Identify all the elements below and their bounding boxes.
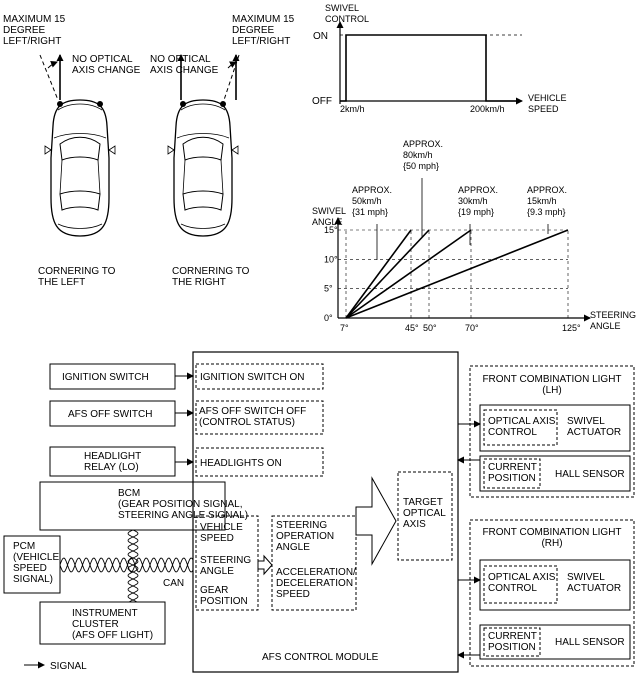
lh-optical-axis-box — [483, 409, 558, 446]
chart2-series-line — [345, 229, 472, 319]
lh-current-position-box — [483, 458, 541, 489]
chart2-xtick-label: 7° — [340, 323, 349, 333]
chart2-series-line — [345, 229, 412, 319]
rh-actuator-box — [479, 559, 631, 611]
chart2-series-label: APPROX.80km/h{50 mph} — [403, 139, 443, 171]
chart1-tick-on: ON — [313, 31, 328, 42]
chart1-tick-2kmh: 2km/h — [340, 104, 365, 114]
block-diagram: AFS CONTROL MODULE IGNITION SWITCH AFS O… — [3, 351, 635, 673]
target-box — [397, 471, 453, 561]
car-left-icon — [44, 99, 116, 237]
lh-hall-sensor-label: HALL SENSOR — [555, 469, 625, 480]
rh-sensor-box — [479, 624, 631, 660]
lh-sensor-box — [479, 455, 631, 492]
afs-module-title: AFS CONTROL MODULE — [262, 652, 379, 663]
car-right-icon — [167, 99, 239, 237]
lh-light-group — [469, 365, 635, 498]
chart2-series-line — [345, 229, 430, 319]
chart2-series-label: APPROX.15km/h{9.3 mph} — [527, 185, 567, 217]
rh-light-title: FRONT COMBINATION LIGHT(RH) — [482, 527, 621, 549]
signals-arrow — [257, 554, 273, 576]
chart1-tick-200kmh: 200km/h — [470, 104, 505, 114]
chart2-ytick-label: 5° — [324, 284, 333, 294]
chart2-xtick-label: 125° — [562, 323, 581, 333]
legend-signal-label: SIGNAL — [50, 661, 87, 672]
afs-control-module — [192, 351, 459, 673]
rh-light-group — [469, 519, 635, 667]
chart2-ytick-label: 0° — [324, 313, 333, 323]
chart2-xtick-label: 70° — [465, 323, 479, 333]
instrument-cluster-box — [39, 601, 166, 645]
ignition-on-label: IGNITION SWITCH ON — [200, 372, 304, 383]
can-label: CAN — [163, 578, 184, 589]
afs-off-status-label: AFS OFF SWITCH OFF(CONTROL STATUS) — [199, 406, 306, 428]
chart2-series-line — [345, 229, 569, 319]
chart2-xtick-label: 45° — [405, 323, 419, 333]
chart1-tick-off: OFF — [312, 96, 332, 107]
lh-light-title: FRONT COMBINATION LIGHT(LH) — [482, 374, 621, 396]
ignition-switch-label: IGNITION SWITCH — [62, 372, 149, 383]
rh-current-position-box — [483, 627, 541, 657]
headlights-on-label: HEADLIGHTS ON — [200, 458, 282, 469]
chart2-series-label: APPROX.30km/h{19 mph} — [458, 185, 498, 217]
chart1-swivel-line — [340, 34, 516, 102]
afs-off-switch-label: AFS OFF SWITCH — [68, 409, 152, 420]
rh-optical-axis-box — [483, 565, 558, 604]
chart2-xtick-label: 50° — [423, 323, 437, 333]
lh-actuator-box — [479, 404, 631, 452]
signals-box — [195, 515, 259, 611]
can-bus: CAN — [59, 529, 194, 603]
chart2-ytick-label: 15° — [324, 225, 338, 235]
bcm-label: BCM(GEAR POSITION SIGNAL,STEERING ANGLE … — [118, 488, 248, 521]
ignition-on-box — [195, 363, 324, 390]
headlights-on-box — [195, 447, 324, 477]
rh-hall-sensor-label: HALL SENSOR — [555, 637, 625, 648]
chart2-series-label: APPROX.50km/h{31 mph} — [352, 185, 392, 217]
target-arrow — [355, 476, 397, 566]
chart2-ytick-label: 10° — [324, 254, 338, 264]
steering-calc-box — [271, 515, 357, 611]
